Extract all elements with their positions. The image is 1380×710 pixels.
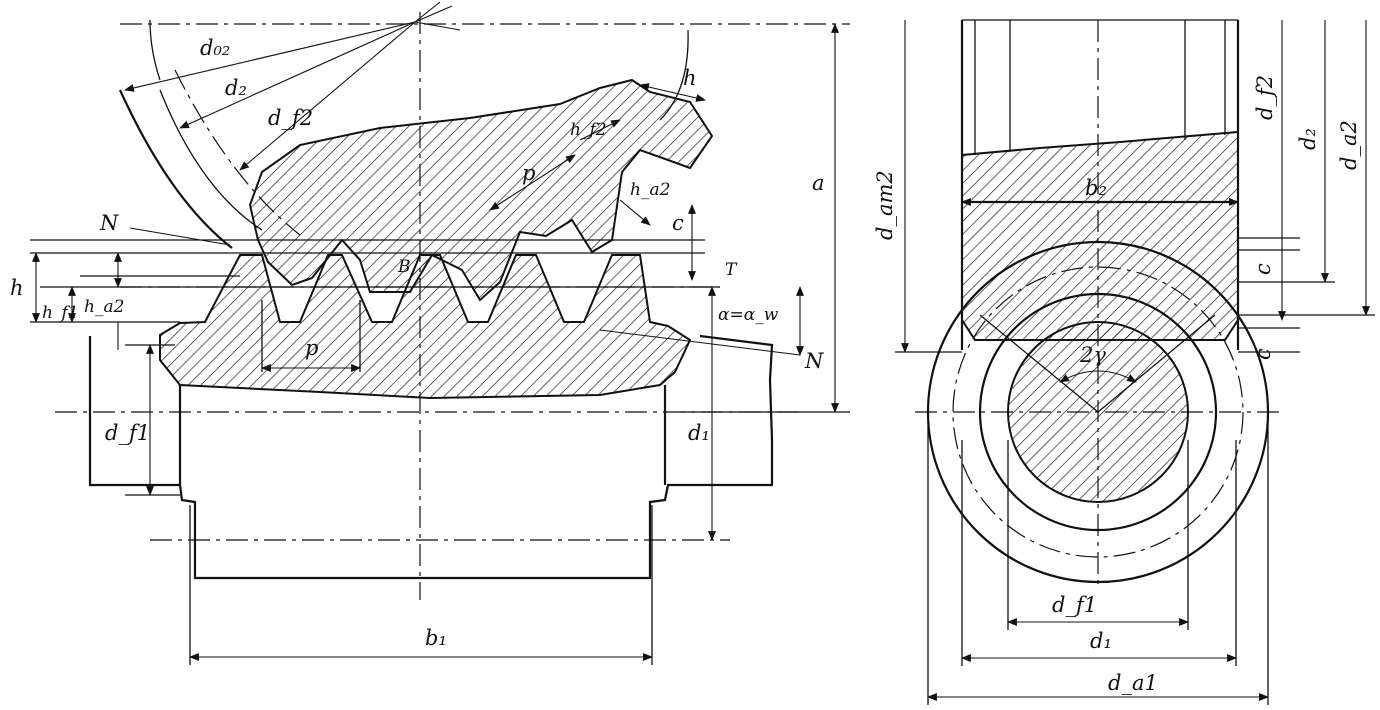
hf2-dim (579, 119, 621, 141)
label-b2: b₂ (1085, 176, 1107, 200)
gamma-arc (1059, 370, 1137, 383)
right-view: d_am2 b₂ d_f2 d₂ d_a2 c c 2γ d_f1 d₁ d_a… (873, 19, 1375, 705)
label-alpha: α=α_w (718, 305, 779, 325)
ray-2 (414, 5, 453, 23)
df2-radius (239, 21, 416, 171)
p-upper-dim (489, 154, 576, 211)
label-b1: b₁ (425, 626, 447, 650)
wheel-inner-arc (159, 89, 263, 231)
ray-1 (414, 21, 461, 31)
wheel-pitch-arc (174, 69, 301, 236)
label-da1: d_a1 (1108, 671, 1158, 695)
label-d02: d₀₂ (200, 36, 230, 60)
left-view: d₀₂ d₂ d_f2 h h_f2 p h_a2 c a N T B h h_… (10, 1, 850, 665)
ha2-upper-dim (619, 199, 651, 226)
N-line-bottom (599, 329, 801, 356)
label-B: B (397, 257, 411, 277)
label-c-right-2: c (1251, 348, 1275, 360)
label-df2-left: d_f2 (268, 106, 313, 130)
gamma-line-left (979, 314, 1099, 413)
wheel-rim-section (961, 130, 1239, 341)
worm-thread-section (159, 254, 692, 400)
label-hf2: h_f2 (570, 120, 607, 140)
pressure-line (129, 227, 231, 246)
label-df1-left: d_f1 (105, 421, 150, 445)
label-df1-right: d_f1 (1052, 593, 1097, 617)
label-da2: d_a2 (1337, 120, 1361, 170)
label-N-top: N (99, 211, 119, 235)
label-ha2-upper: h_a2 (630, 180, 670, 200)
label-d1-right: d₁ (1090, 629, 1112, 653)
d2-radius (179, 21, 416, 129)
label-df2-right: d_f2 (1253, 75, 1277, 120)
label-h-left: h (10, 276, 24, 300)
wheel-right-arc (659, 29, 689, 121)
gamma-line-right (1097, 314, 1216, 413)
label-a: a (812, 171, 825, 195)
worm-shaft (88, 334, 774, 580)
wheel-outer-arc (118, 89, 233, 249)
label-ha2-left: h_a2 (84, 297, 124, 317)
d02-radius (124, 21, 416, 92)
label-p-lower: p (305, 336, 318, 360)
label-c-upper: c (672, 211, 684, 235)
label-p-upper: p (522, 161, 535, 185)
label-dam2: d_am2 (873, 170, 897, 240)
ray-3 (414, 1, 441, 23)
label-N-bottom: N (804, 349, 824, 373)
worm-wheel-section (248, 78, 714, 302)
label-hf1: h_f1 (42, 303, 79, 323)
worm-pitch-circle (952, 266, 1244, 558)
label-T: T (725, 260, 738, 280)
label-d2-left: d₂ (225, 76, 247, 100)
label-c-right-1: c (1251, 263, 1275, 275)
label-d2-right: d₂ (1296, 128, 1320, 150)
label-d1-left: d₁ (688, 421, 710, 445)
label-two-gamma: 2γ (1079, 343, 1106, 367)
label-h-top: h (683, 66, 697, 90)
wheel-top-arc (149, 19, 161, 81)
h-upper-dim (639, 83, 706, 102)
